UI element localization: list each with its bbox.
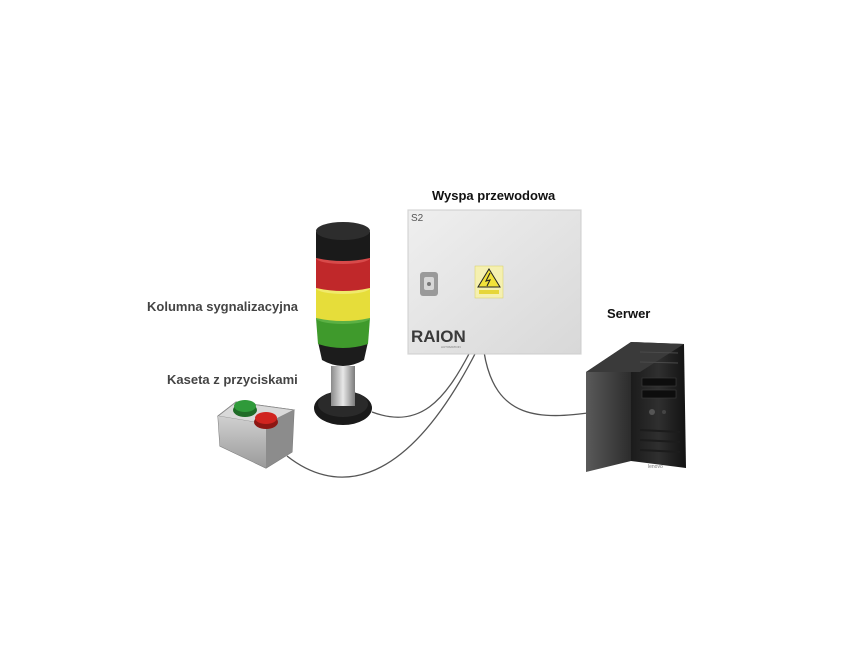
signal-tower-yellow-segment [316, 288, 370, 321]
electrical-cabinet-icon: S2 RAION AUTOMATION [407, 209, 582, 355]
signal-tower-green-segment [316, 318, 370, 348]
cable-cabinet-to-server [483, 351, 596, 417]
cable-buttonbox-to-cabinet [286, 351, 477, 478]
start-button-green [233, 400, 257, 417]
server-tower-icon: lenovo [586, 342, 686, 472]
label-kolumna-sygnalizacyjna: Kolumna sygnalizacyjna [147, 299, 298, 314]
cables [286, 351, 596, 478]
cabinet-brand-sub: AUTOMATION [441, 345, 461, 349]
button-box-icon [217, 400, 296, 469]
label-wyspa-przewodowa: Wyspa przewodowa [432, 188, 556, 203]
svg-text:lenovo: lenovo [648, 464, 663, 470]
high-voltage-warning-icon [474, 265, 504, 299]
signal-tower-red-segment [316, 258, 370, 291]
label-serwer: Serwer [607, 306, 651, 321]
cable-tower-to-cabinet [371, 351, 471, 418]
cabinet-tag: S2 [411, 213, 424, 224]
label-kaseta-z-przyciskami: Kaseta z przyciskami [167, 372, 298, 387]
signal-tower-icon [314, 222, 372, 425]
cabinet-brand: RAION [411, 327, 466, 346]
cabinet-lock-icon [420, 272, 438, 296]
stop-button-red [254, 412, 278, 429]
